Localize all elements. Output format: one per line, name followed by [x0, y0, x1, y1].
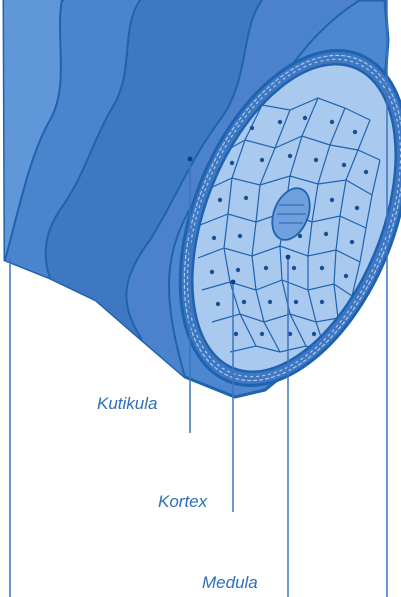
label-kutikula: Kutikula [97, 395, 157, 412]
label-kortex: Kortex [158, 493, 207, 510]
label-medula: Medula [202, 574, 258, 591]
